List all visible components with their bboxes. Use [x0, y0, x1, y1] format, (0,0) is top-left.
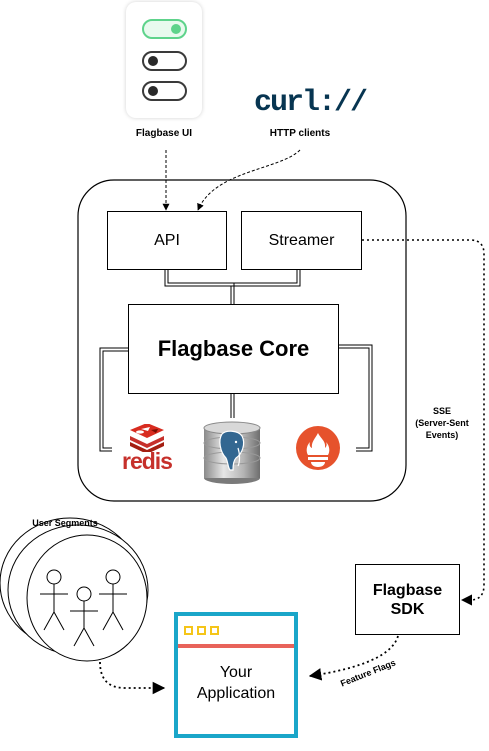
sdk-label-line1: Flagbase [372, 581, 443, 599]
user-segments-icon [0, 517, 149, 662]
sse-label-line3: Events) [425, 430, 459, 440]
prometheus-icon [296, 426, 340, 470]
app-titlebar [178, 616, 294, 644]
curl-logo: curl:// [254, 86, 368, 120]
sdk-to-app-arrow [308, 635, 399, 681]
core-storage-connector [99, 344, 373, 452]
sse-label-line1: SSE [432, 406, 451, 416]
flagbase-sdk-box: Flagbase SDK [355, 564, 460, 635]
streamer-label: Streamer [268, 231, 335, 249]
sse-label-line2: (Server-Sent [415, 418, 469, 428]
window-dot-icon [210, 626, 219, 635]
window-dot-icon [197, 626, 206, 635]
flagbase-core-label: Flagbase Core [157, 336, 310, 361]
http-clients-label: HTTP clients [269, 128, 331, 139]
postgresql-icon [203, 421, 261, 484]
api-label: API [154, 231, 180, 249]
flagbase-ui-card [126, 2, 202, 118]
sdk-label-line2: SDK [390, 600, 425, 618]
app-label-line1: Your [219, 664, 253, 681]
redis-logo: redis [117, 424, 177, 479]
api-core-connector [164, 270, 301, 304]
api-box: API [107, 211, 227, 270]
curl-to-api-arrow [197, 149, 301, 211]
toggle-switches-icon [142, 19, 187, 101]
redis-icon [130, 424, 164, 452]
streamer-box: Streamer [241, 211, 362, 270]
flagbase-core-box: Flagbase Core [128, 304, 339, 394]
sse-label: SSE (Server-Sent Events) [402, 405, 482, 441]
segments-to-app-arrow [99, 661, 166, 695]
app-titlebar-divider [178, 644, 294, 648]
redis-logo-text: redis [122, 448, 173, 474]
your-application-window: Your Application [174, 612, 298, 738]
user-segments-label: User Segments [32, 518, 98, 528]
app-label-line2: Application [196, 685, 276, 702]
app-label: Your Application [178, 662, 294, 704]
streamer-to-sdk-arrow [362, 239, 485, 606]
flagbase-ui-label: Flagbase UI [135, 128, 193, 139]
window-dot-icon [184, 626, 193, 635]
